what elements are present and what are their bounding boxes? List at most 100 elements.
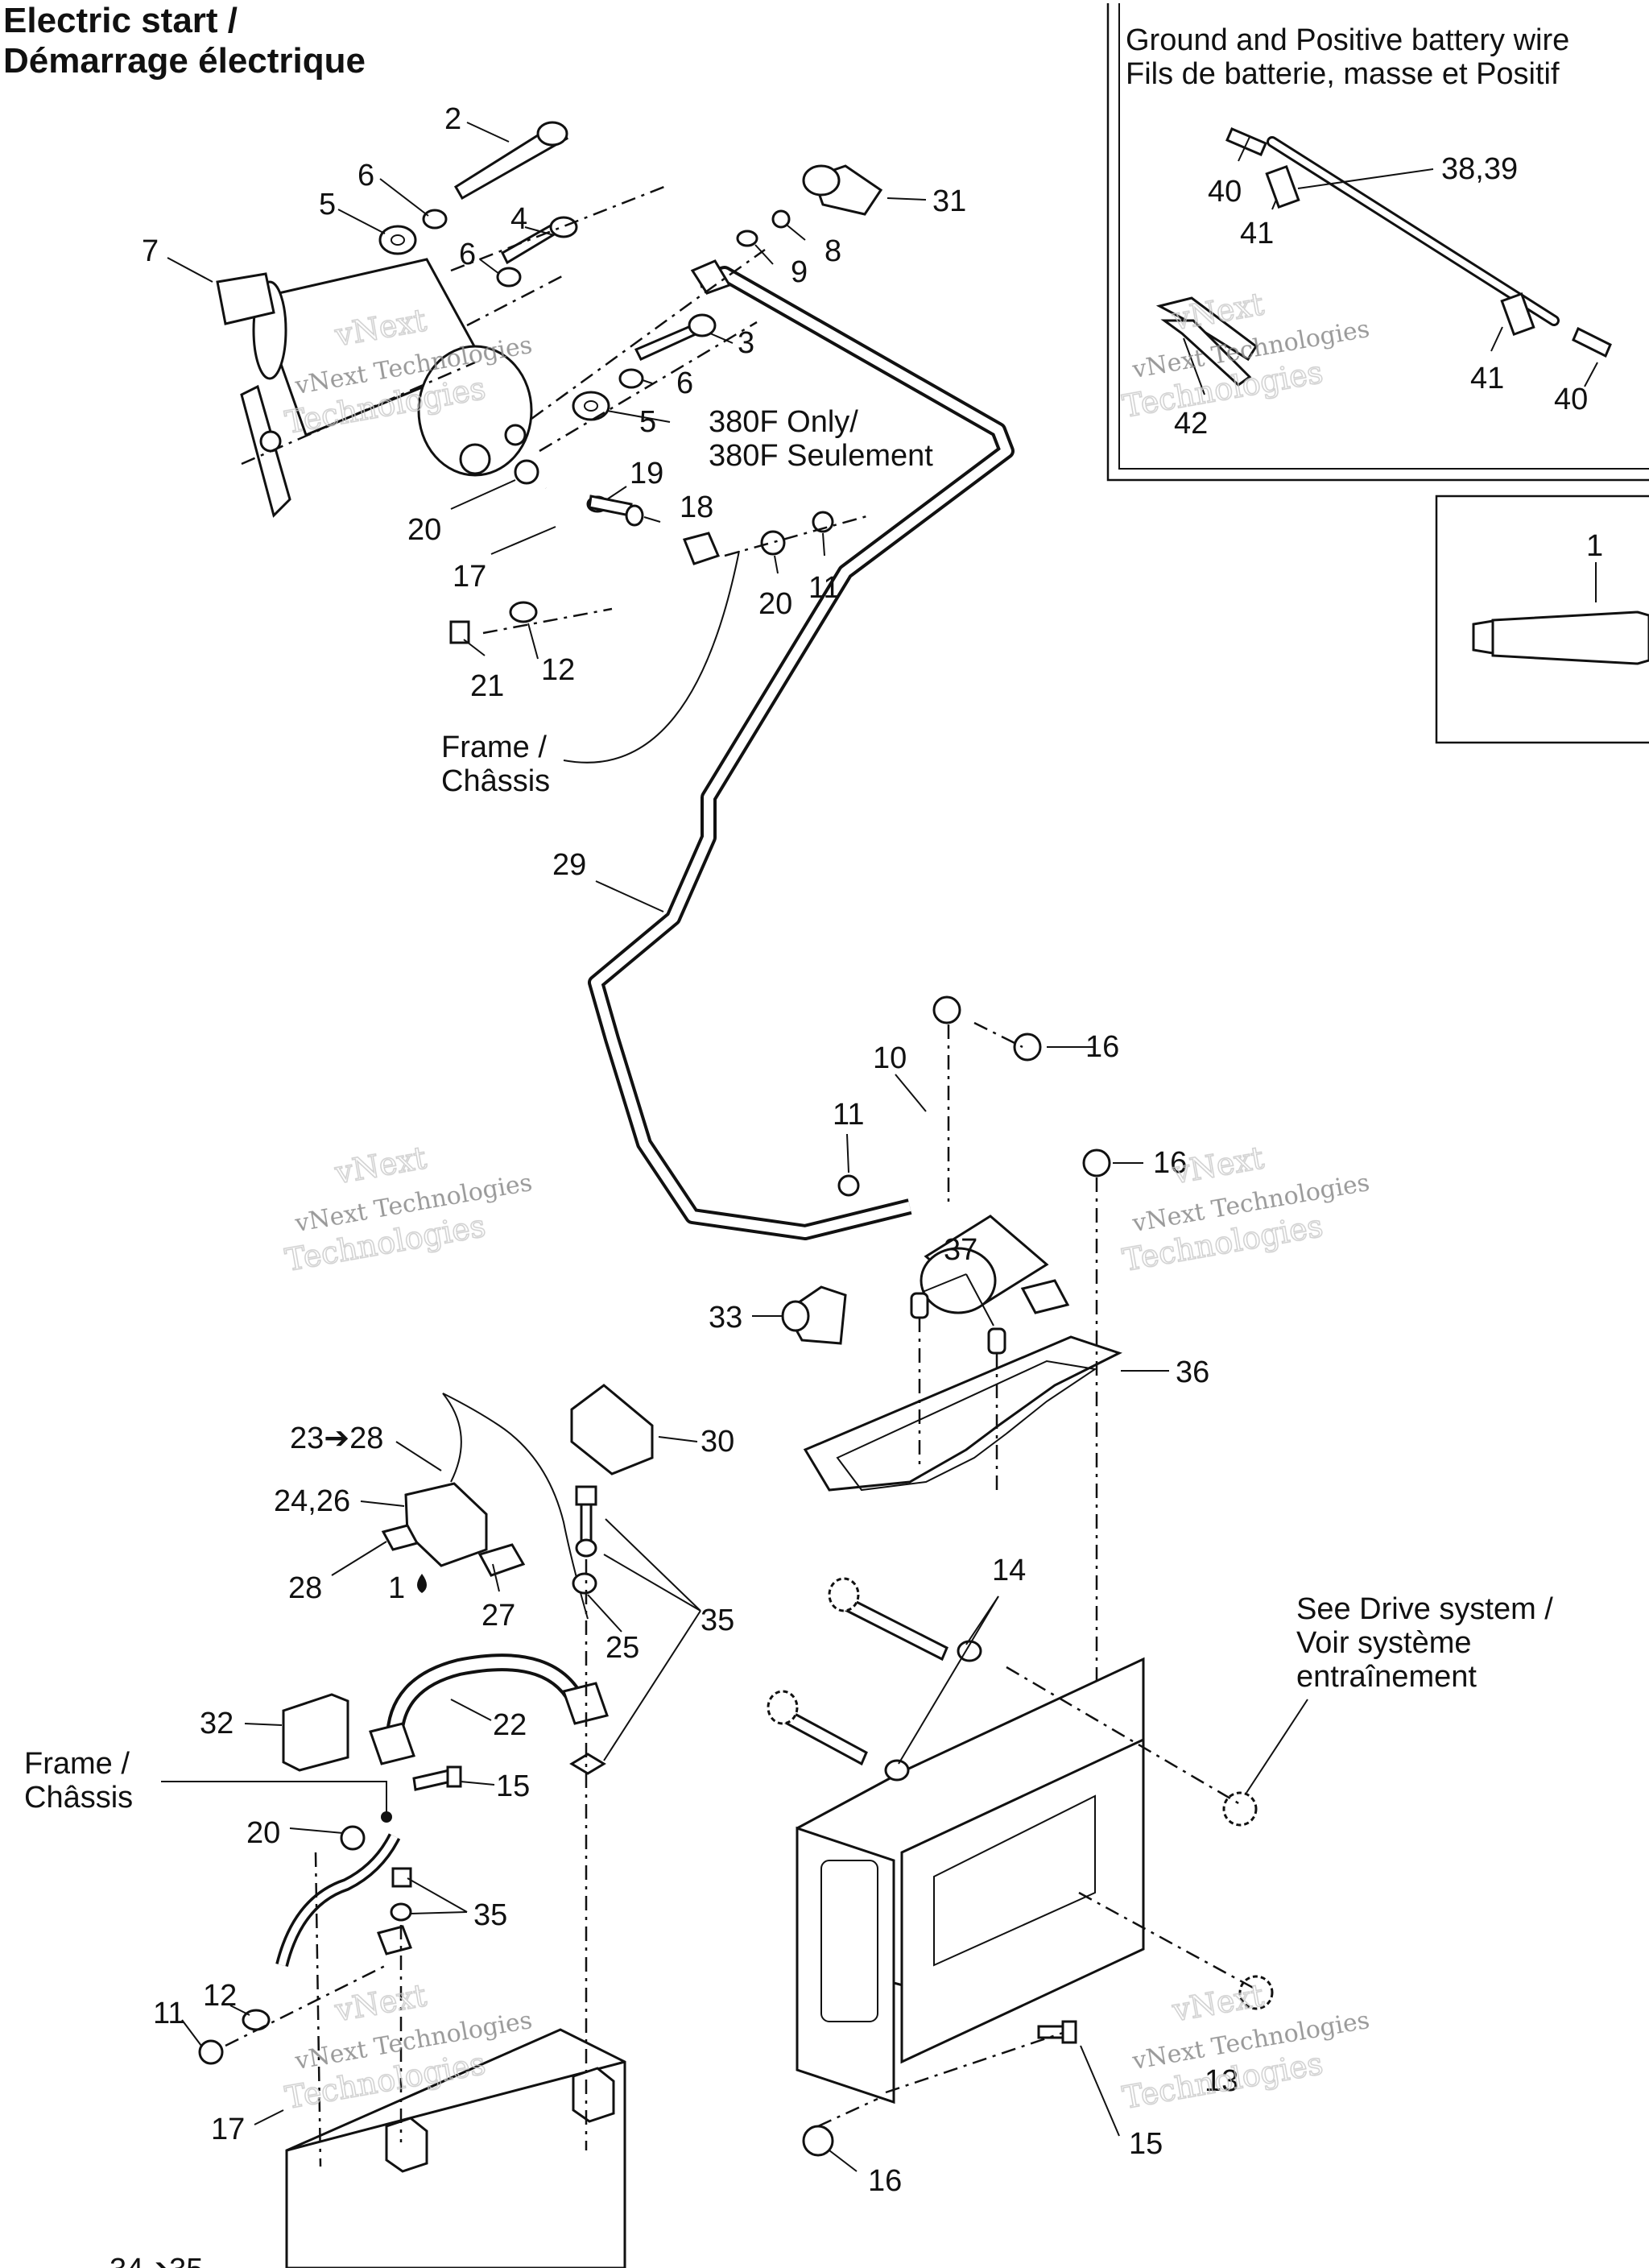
- bolt-15-frame: [412, 1765, 462, 1791]
- wire-38-39: [1225, 127, 1612, 358]
- bolt-2: [453, 121, 568, 201]
- bolt-35-lower: [390, 1867, 412, 1922]
- callout-6-lower: 6: [676, 366, 693, 400]
- nut-11-solenoid: [837, 1174, 860, 1197]
- star-washer-20-top: [514, 459, 539, 485]
- washer-5-lower: [572, 391, 610, 421]
- callout-23-28: 23➔28: [290, 1422, 383, 1455]
- battery: [285, 2028, 626, 2268]
- watermark-brand: vNext: [332, 1140, 429, 1190]
- nut-11-bottom: [198, 2039, 224, 2065]
- inset-lubricant-tube: 1: [1435, 495, 1649, 744]
- callouts: 2 6 5 4 6 7 8 9 31 3 6 5 380F Only/ 380F…: [24, 102, 1553, 2268]
- callout-12-top: 12: [541, 653, 575, 687]
- fuse-clip-27: [477, 1543, 526, 1577]
- callout-41-bottom: 41: [1470, 362, 1504, 395]
- note-frame-top-fr: Châssis: [441, 764, 550, 798]
- diagram-title-en: Electric start /: [3, 1, 238, 40]
- nut-16-right: [1082, 1148, 1111, 1177]
- starter-motor-7: [216, 258, 533, 518]
- callout-35-lower: 35: [473, 1898, 507, 1932]
- callout-16-top: 16: [1085, 1030, 1119, 1064]
- hold-down-36: [803, 1335, 1122, 1492]
- sleeve-41-top: [1265, 164, 1300, 209]
- inset-title-fr: Fils de batterie, masse et Positif: [1126, 57, 1560, 91]
- callout-40-bottom: 40: [1554, 383, 1588, 416]
- callout-4: 4: [510, 202, 527, 236]
- solenoid-10: [920, 1215, 1070, 1314]
- callout-11-solenoid: 11: [833, 1098, 864, 1132]
- callout-1-tube: 1: [1586, 529, 1603, 563]
- callout-19: 19: [630, 457, 663, 490]
- callout-42: 42: [1174, 407, 1208, 441]
- bolt-21: [449, 620, 470, 644]
- callout-20-top: 20: [407, 513, 441, 547]
- callout-5-top: 5: [319, 188, 336, 221]
- note-drive-fr2: entraînement: [1296, 1660, 1477, 1694]
- callout-31: 31: [932, 184, 966, 218]
- star-washer-20-mid: [760, 530, 786, 556]
- nut-8: [771, 209, 791, 229]
- bolt-18: [588, 495, 644, 527]
- boot-33: [781, 1285, 847, 1345]
- callout-5-lower: 5: [639, 405, 656, 439]
- ring-terminal-25: [572, 1572, 597, 1595]
- callout-17-top: 17: [453, 560, 486, 594]
- callout-30: 30: [701, 1425, 734, 1459]
- assembly-lines: [225, 184, 1257, 2167]
- washer-6-top: [422, 209, 448, 230]
- callout-9: 9: [791, 255, 808, 289]
- callout-11-bottom: 11: [153, 1997, 184, 2030]
- nut-16-top-right: [1013, 1033, 1042, 1062]
- callout-21: 21: [470, 669, 504, 703]
- callout-29: 29: [552, 848, 586, 882]
- callout-3: 3: [738, 326, 754, 360]
- callout-16-right: 16: [1153, 1146, 1187, 1180]
- callout-11-top: 11: [808, 571, 840, 605]
- washer-6-mid: [496, 267, 522, 288]
- note-380f-only: 380F Only/: [709, 405, 858, 439]
- washer-5-top: [378, 225, 417, 255]
- callout-20-mid: 20: [758, 587, 792, 621]
- callout-2: 2: [444, 102, 461, 136]
- nut-16-top-left: [932, 995, 961, 1024]
- boot-31: [802, 164, 883, 216]
- callout-17-bottom: 17: [211, 2113, 245, 2146]
- diagram-title-fr: Démarrage électrique: [3, 41, 366, 81]
- callout-27: 27: [481, 1599, 515, 1633]
- callout-7: 7: [142, 234, 159, 268]
- callout-13: 13: [1205, 2064, 1238, 2098]
- callout-14: 14: [992, 1554, 1026, 1587]
- note-frame-bottom-en: Frame /: [24, 1747, 130, 1781]
- callout-33: 33: [709, 1301, 742, 1335]
- callout-37: 37: [944, 1233, 977, 1267]
- callout-6-mid: 6: [459, 238, 476, 271]
- nut-drive-system: [1222, 1791, 1274, 2010]
- callout-32: 32: [200, 1707, 234, 1740]
- cable-17-top: [543, 486, 721, 565]
- fuse-28: [381, 1524, 419, 1551]
- callout-38-39: 38,39: [1441, 152, 1518, 186]
- bolt-15-tray: [1037, 2020, 1077, 2044]
- cable-22: [369, 1653, 609, 1765]
- callout-28: 28: [288, 1571, 322, 1605]
- callout-24-26: 24,26: [274, 1484, 350, 1518]
- callout-20-bottom: 20: [246, 1816, 280, 1850]
- callout-25: 25: [605, 1631, 639, 1665]
- boot-32: [282, 1693, 349, 1772]
- callout-16-bottom: 16: [868, 2164, 902, 2198]
- bolt-3: [634, 313, 717, 361]
- callout-18: 18: [680, 490, 713, 524]
- fuse-holder-24-26: [404, 1393, 589, 1620]
- cable-29: [588, 259, 1015, 1240]
- callout-8: 8: [824, 234, 841, 268]
- note-380f-seulement: 380F Seulement: [709, 439, 933, 473]
- bolt-14-upper: [828, 1577, 982, 1662]
- note-drive-en: See Drive system /: [1296, 1592, 1553, 1626]
- cable-17-bottom: [275, 1833, 412, 1967]
- callout-22: 22: [493, 1708, 527, 1742]
- cap-30: [570, 1384, 654, 1475]
- callout-1-grease: 1: [388, 1571, 405, 1605]
- nut-16-bottom: [802, 2125, 834, 2157]
- washer-6-lower: [618, 368, 644, 389]
